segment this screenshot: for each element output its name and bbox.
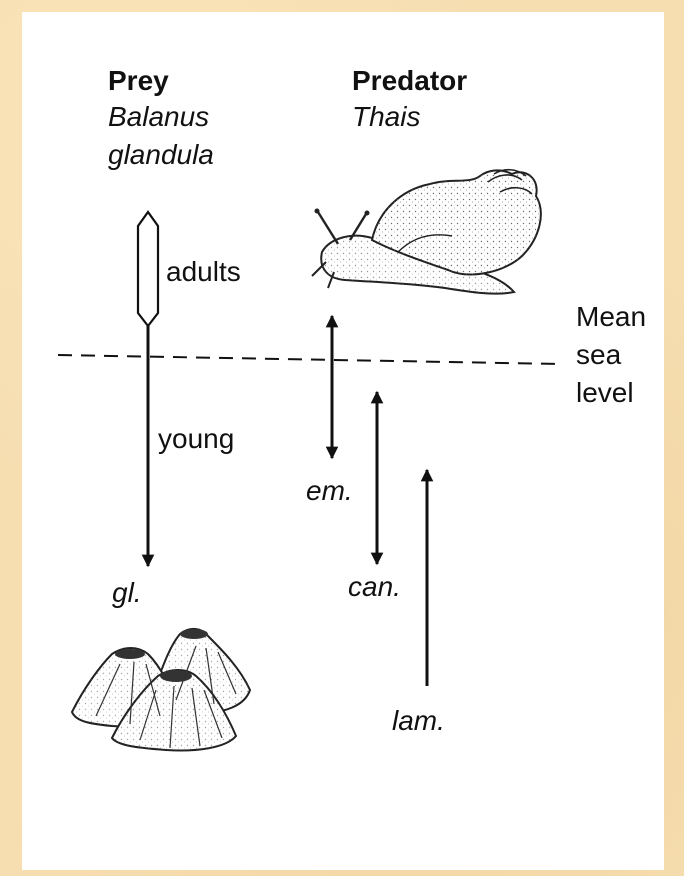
adults-label: adults [166, 255, 241, 289]
sea-level-line [58, 355, 560, 364]
young-label: young [158, 422, 234, 456]
predator-genus: Thais [352, 100, 420, 134]
barnacle-illustration [72, 629, 250, 751]
snail-illustration [312, 170, 541, 294]
prey-heading: Prey [108, 64, 169, 98]
mean-sea-level-line1: Mean [576, 300, 646, 334]
prey-genus: Balanus [108, 100, 209, 134]
prey-species: glandula [108, 138, 214, 172]
mean-sea-level-line2: sea [576, 338, 621, 372]
mean-sea-level-line3: level [576, 376, 634, 410]
can-label: can. [348, 570, 401, 604]
em-label: em. [306, 474, 353, 508]
adult-range-capsule [138, 212, 158, 326]
lam-label: lam. [392, 704, 445, 738]
predator-heading: Predator [352, 64, 467, 98]
gl-label: gl. [112, 576, 142, 610]
